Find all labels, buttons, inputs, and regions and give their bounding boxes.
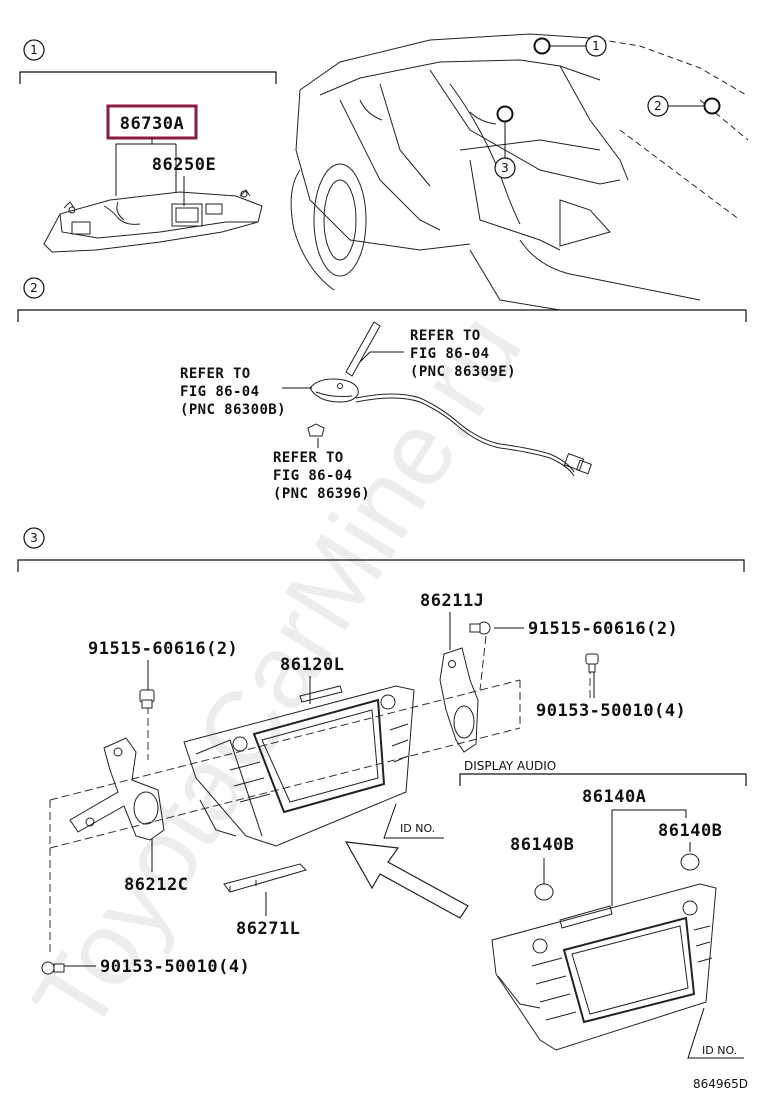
- display-audio-block: DISPLAY AUDIO 86140A 86140B 86140B ID NO…: [459, 759, 747, 1059]
- section-1-bracket: [19, 71, 277, 84]
- refer-86309E-line2[interactable]: FIG 86-04: [410, 346, 489, 362]
- callout-3: [494, 157, 516, 179]
- part-label-91515-60616-right[interactable]: 91515-60616(2): [528, 619, 678, 639]
- figure-number: 864965D: [693, 1077, 748, 1091]
- assembly-lines: [49, 635, 591, 956]
- part-label-86211J[interactable]: 86211J: [420, 591, 484, 611]
- section-3-number: 3: [30, 531, 38, 545]
- refer-86300B-line2[interactable]: FIG 86-04: [180, 384, 259, 400]
- refer-86396-line3[interactable]: (PNC 86396): [273, 486, 370, 502]
- section-2-marker: [23, 277, 45, 299]
- refer-86309E-line1[interactable]: REFER TO: [410, 328, 481, 344]
- section-2: 2 REFER TO FIG 86-04 (PNC 86309E) REFER …: [17, 277, 747, 502]
- section-1-marker: [23, 39, 45, 61]
- display-audio-id-no: ID NO.: [702, 1044, 737, 1057]
- part-label-86212C[interactable]: 86212C: [124, 875, 188, 895]
- callout-2: [647, 95, 669, 117]
- refer-86300B-line3[interactable]: (PNC 86300B): [180, 402, 286, 418]
- part-label-90153-50010-right[interactable]: 90153-50010(4): [536, 701, 686, 721]
- part-label-86140B-right[interactable]: 86140B: [658, 821, 722, 841]
- section-2-bracket: [17, 309, 747, 322]
- part-label-86250E[interactable]: 86250E: [152, 155, 216, 175]
- section-2-number: 2: [30, 281, 38, 295]
- callout-1-label: 1: [592, 39, 600, 53]
- location-marker-3: [496, 105, 514, 123]
- section-1-number: 1: [30, 43, 38, 57]
- callout-1: [585, 35, 607, 57]
- refer-86309E-line3[interactable]: (PNC 86309E): [410, 364, 516, 380]
- section-1: 1 86730A 86250E: [19, 39, 277, 253]
- part-label-86271L[interactable]: 86271L: [236, 919, 300, 939]
- vehicle-callouts: 1 2 3: [494, 35, 721, 179]
- display-audio-title: DISPLAY AUDIO: [464, 759, 556, 773]
- vehicle-interior-illustration: [290, 33, 749, 311]
- section-3-bracket: [17, 559, 745, 572]
- callout-2-label: 2: [654, 99, 662, 113]
- section-3-marker: [23, 527, 45, 549]
- refer-86396-line2[interactable]: FIG 86-04: [273, 468, 352, 484]
- refer-86396-line1[interactable]: REFER TO: [273, 450, 344, 466]
- part-label-90153-50010-left[interactable]: 90153-50010(4): [100, 957, 250, 977]
- display-unit-86120L-illustration: [183, 685, 415, 847]
- part-label-91515-60616-left[interactable]: 91515-60616(2): [88, 639, 238, 659]
- part-label-86140A[interactable]: 86140A: [582, 787, 646, 807]
- direction-arrow: [344, 841, 469, 919]
- part-label-86140B-left[interactable]: 86140B: [510, 835, 574, 855]
- part-label-86730A[interactable]: 86730A: [120, 114, 184, 134]
- bracket-86212C-illustration: [69, 737, 165, 841]
- section-3: 3 86211J 91515-60616(2) 91515-60616(2) 8…: [17, 527, 747, 1059]
- fasteners: [41, 621, 599, 975]
- display-audio-unit-illustration: [491, 853, 717, 1051]
- bracket-86211J-illustration: [439, 647, 479, 753]
- id-no-label: ID NO.: [400, 822, 435, 835]
- overhead-console-illustration: [43, 189, 263, 253]
- part-86271L-illustration: [223, 863, 307, 893]
- location-marker-2: [703, 97, 721, 115]
- location-marker-1: [533, 37, 551, 55]
- part-label-86120L[interactable]: 86120L: [280, 655, 344, 675]
- refer-86300B-line1[interactable]: REFER TO: [180, 366, 251, 382]
- antenna-illustration: [307, 321, 592, 477]
- callout-3-label: 3: [501, 161, 509, 175]
